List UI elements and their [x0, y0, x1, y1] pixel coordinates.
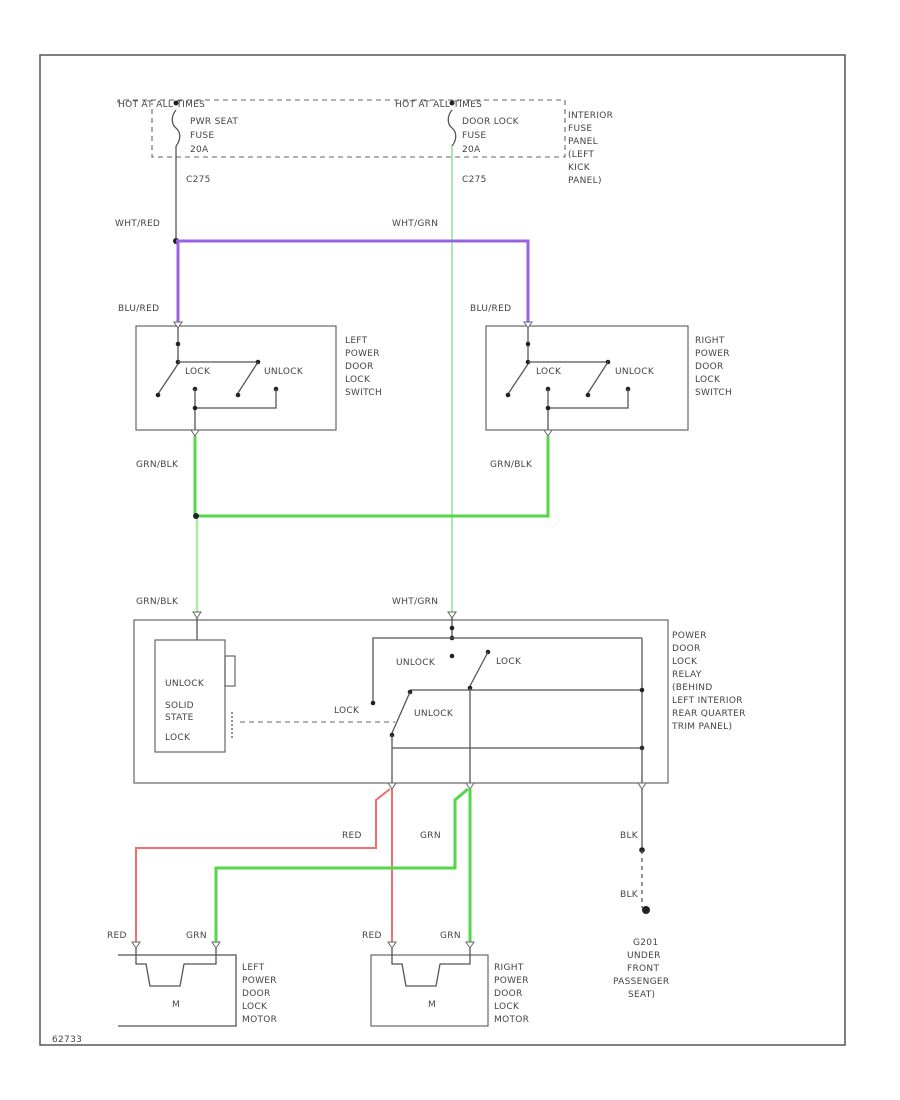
fuse-left-line-2: FUSE	[190, 131, 214, 141]
wire-label-red-mid: RED	[342, 831, 362, 841]
fuse-panel-line-3: PANEL	[568, 137, 598, 147]
left-switch-line-2: POWER	[345, 349, 380, 359]
relay-line-7: REAR QUARTER	[672, 709, 746, 719]
relay-unlock-top-label: UNLOCK	[396, 658, 436, 668]
wire-label-grn-left-motor: GRN	[186, 931, 207, 941]
left-door-lock-motor: RED GRN M LEFT POWER DOOR LOCK MOTOR	[107, 931, 277, 1027]
relay-line-4: RELAY	[672, 670, 702, 680]
fuse-right-line-1: DOOR LOCK	[462, 117, 520, 127]
wire-label-red-right-motor: RED	[362, 931, 382, 941]
relay-line-3: LOCK	[672, 657, 698, 667]
right-motor-line-5: MOTOR	[494, 1015, 529, 1025]
solid-state-line-3: STATE	[165, 713, 194, 723]
wire-label-grn-mid: GRN	[420, 831, 441, 841]
wire-label-wht-grn-relay: WHT/GRN	[392, 597, 438, 607]
right-switch-lock-label: LOCK	[536, 367, 562, 377]
left-motor-line-2: POWER	[242, 976, 277, 986]
fuse-right-connector: C275	[462, 175, 487, 185]
fuse-panel-line-1: INTERIOR	[568, 111, 613, 121]
fuse-panel-line-4: (LEFT	[568, 150, 594, 160]
right-door-lock-switch: LOCK UNLOCK RIGHT POWER DOOR LOCK SWITCH	[485, 321, 732, 437]
right-switch-line-5: SWITCH	[695, 388, 732, 398]
wire-label-wht-grn-top: WHT/GRN	[392, 219, 438, 229]
right-switch-line-1: RIGHT	[695, 336, 725, 346]
wire-label-wht-red: WHT/RED	[115, 219, 160, 229]
red-wire-left-motor	[135, 788, 391, 942]
fuse-right-hot-label: HOT AT ALL TIMES	[395, 100, 482, 110]
left-motor-line-4: LOCK	[242, 1002, 268, 1012]
wire-label-grn-blk-relay: GRN/BLK	[136, 597, 179, 607]
right-motor-line-4: LOCK	[494, 1002, 520, 1012]
fuse-right-line-2: FUSE	[462, 131, 486, 141]
right-switch-unlock-label: UNLOCK	[615, 367, 655, 377]
relay-line-5: (BEHIND	[672, 683, 713, 693]
power-door-lock-relay: UNLOCK SOLID STATE LOCK UNLOCK LOCK LOCK…	[133, 611, 746, 790]
left-switch-lock-label: LOCK	[185, 367, 211, 377]
right-switch-line-4: LOCK	[695, 375, 721, 385]
fuse-left-line-3: 20A	[190, 145, 209, 155]
fuse-panel-line-5: KICK	[568, 163, 591, 173]
wire-label-grn-right-motor: GRN	[440, 931, 461, 941]
fuse-left-hot-label: HOT AT ALL TIMES	[118, 100, 205, 110]
left-switch-line-3: DOOR	[345, 362, 374, 372]
right-motor-line-2: POWER	[494, 976, 529, 986]
fuse-panel-line-2: FUSE	[568, 124, 592, 134]
wire-label-grn-blk-right: GRN/BLK	[490, 460, 533, 470]
wire-label-blk-upper: BLK	[620, 831, 639, 841]
relay-unlock-bottom-label: UNLOCK	[414, 709, 454, 719]
right-motor-m-label: M	[428, 1000, 436, 1010]
relay-lock-bottom-label: LOCK	[334, 706, 360, 716]
wire-label-blu-red-right: BLU/RED	[470, 304, 511, 314]
right-motor-line-1: RIGHT	[494, 963, 524, 973]
fuse-panel-line-6: PANEL)	[568, 176, 602, 186]
green-wire-left-motor	[214, 787, 469, 942]
solid-state-line-1: UNLOCK	[165, 679, 205, 689]
relay-line-6: LEFT INTERIOR	[672, 696, 743, 706]
fuse-left-connector: C275	[186, 175, 211, 185]
fuse-left-line-1: PWR SEAT	[190, 117, 238, 127]
relay-line-2: DOOR	[672, 644, 701, 654]
ground-line-5: SEAT)	[628, 990, 655, 1000]
ground-line-3: FRONT	[627, 964, 659, 974]
left-switch-line-1: LEFT	[345, 336, 368, 346]
ground-line-4: PASSENGER	[613, 977, 669, 987]
right-switch-line-2: POWER	[695, 349, 730, 359]
left-switch-line-4: LOCK	[345, 375, 371, 385]
relay-line-8: TRIM PANEL)	[671, 722, 732, 732]
relay-line-1: POWER	[672, 631, 707, 641]
right-motor-line-3: DOOR	[494, 989, 523, 999]
right-switch-line-3: DOOR	[695, 362, 724, 372]
ground-line-1: G201	[633, 938, 658, 948]
diagram-id: 62733	[52, 1035, 82, 1045]
diagram-frame	[39, 54, 846, 1046]
wire-label-blu-red-left: BLU/RED	[118, 304, 159, 314]
relay-lock-top-label: LOCK	[496, 657, 522, 667]
wire-label-red-left-motor: RED	[107, 931, 127, 941]
left-motor-line-3: DOOR	[242, 989, 271, 999]
left-motor-line-5: MOTOR	[242, 1015, 277, 1025]
green-switch-bus	[193, 436, 550, 518]
right-door-lock-motor: RED GRN M RIGHT POWER DOOR LOCK MOTOR	[362, 931, 529, 1027]
left-door-lock-switch: LOCK UNLOCK LEFT POWER DOOR LOCK SWITCH	[135, 321, 382, 437]
left-motor-line-1: LEFT	[242, 963, 265, 973]
wire-label-blk-lower: BLK	[620, 890, 639, 900]
fuse-panel: HOT AT ALL TIMES HOT AT ALL TIMES PWR SE…	[117, 99, 613, 186]
solid-state-line-4: LOCK	[165, 733, 191, 743]
left-motor-m-label: M	[172, 1000, 180, 1010]
purple-wire	[176, 239, 530, 322]
wire-label-grn-blk-left: GRN/BLK	[136, 460, 179, 470]
left-switch-unlock-label: UNLOCK	[264, 367, 304, 377]
left-switch-line-5: SWITCH	[345, 388, 382, 398]
ground-line-2: UNDER	[627, 951, 661, 961]
fuse-right-line-3: 20A	[462, 145, 481, 155]
solid-state-line-2: SOLID	[165, 701, 194, 711]
ground-g201: BLK BLK G201 UNDER FRONT PASSENGER SEAT)	[613, 789, 669, 1000]
